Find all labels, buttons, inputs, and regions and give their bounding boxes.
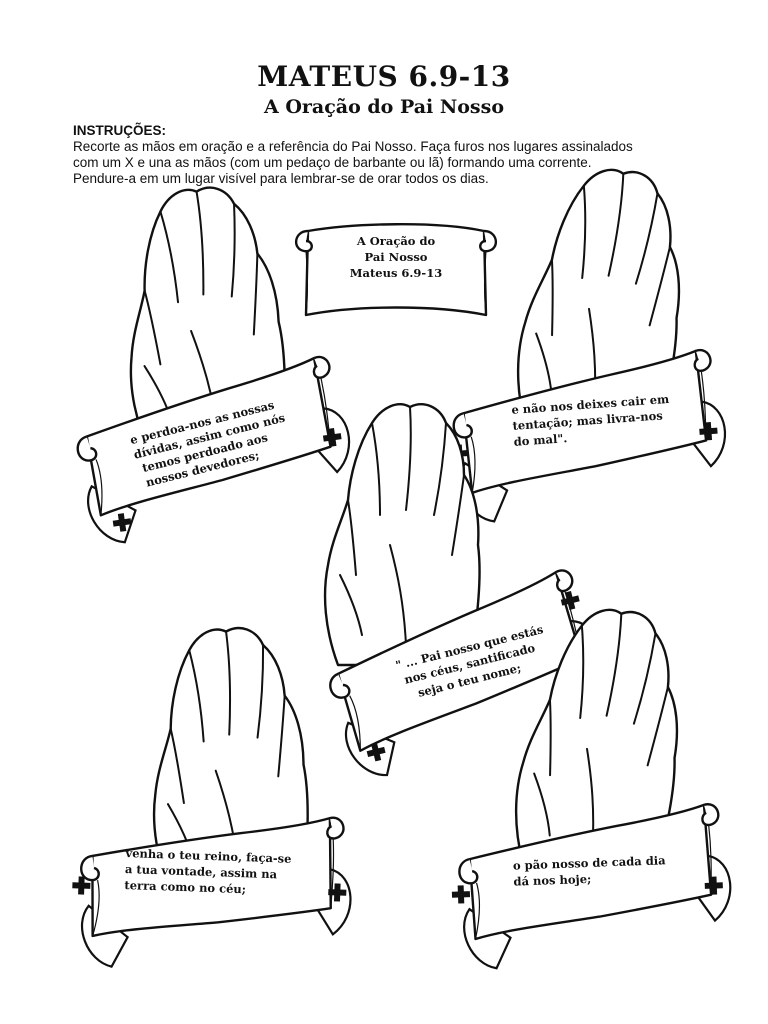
scroll-bottom-left: venha o teu reino, faça-se a tua vontade… <box>72 807 355 977</box>
reference-scroll: A Oração do Pai Nosso Mateus 6.9-13 <box>295 223 497 317</box>
instructions-body: Recorte as mãos em oração e a referência… <box>73 139 723 187</box>
scroll-line: a tua vontade, assim na <box>125 862 278 881</box>
reference-line: Mateus 6.9-13 <box>350 266 442 280</box>
instructions-line: Recorte as mãos em oração e a referência… <box>73 139 633 154</box>
scroll-top-right: e não nos deixes cair em tentação; mas l… <box>448 347 732 525</box>
scroll-line: venha o teu reino, faça-se <box>124 846 291 866</box>
scroll-top-left: e perdoa-nos as nossas dívidas, assim co… <box>68 353 361 549</box>
cross-icon <box>451 885 471 904</box>
instructions-heading: INSTRUÇÕES: <box>73 123 167 138</box>
instructions-line: Pendure-a em um lugar visível para lembr… <box>73 171 489 186</box>
scroll-line: dá nos hoje; <box>513 872 591 889</box>
scroll-line: terra como no céu; <box>124 878 246 896</box>
scroll-center: " ... Pai nosso que estás nos céus, sant… <box>315 564 618 785</box>
scroll-line: o pão nosso de cada dia <box>513 853 667 872</box>
page-subtitle: A Oração do Pai Nosso <box>264 96 504 118</box>
reference-line: Pai Nosso <box>365 250 428 264</box>
scroll-bottom-right: o pão nosso de cada dia dá nos hoje; <box>451 802 735 971</box>
scroll-line: do mal". <box>513 431 568 449</box>
page-title: MATEUS 6.9-13 <box>257 60 511 93</box>
instructions-line: com um X e una as mãos (com um pedaço de… <box>73 155 592 170</box>
reference-line: A Oração do <box>356 234 436 248</box>
